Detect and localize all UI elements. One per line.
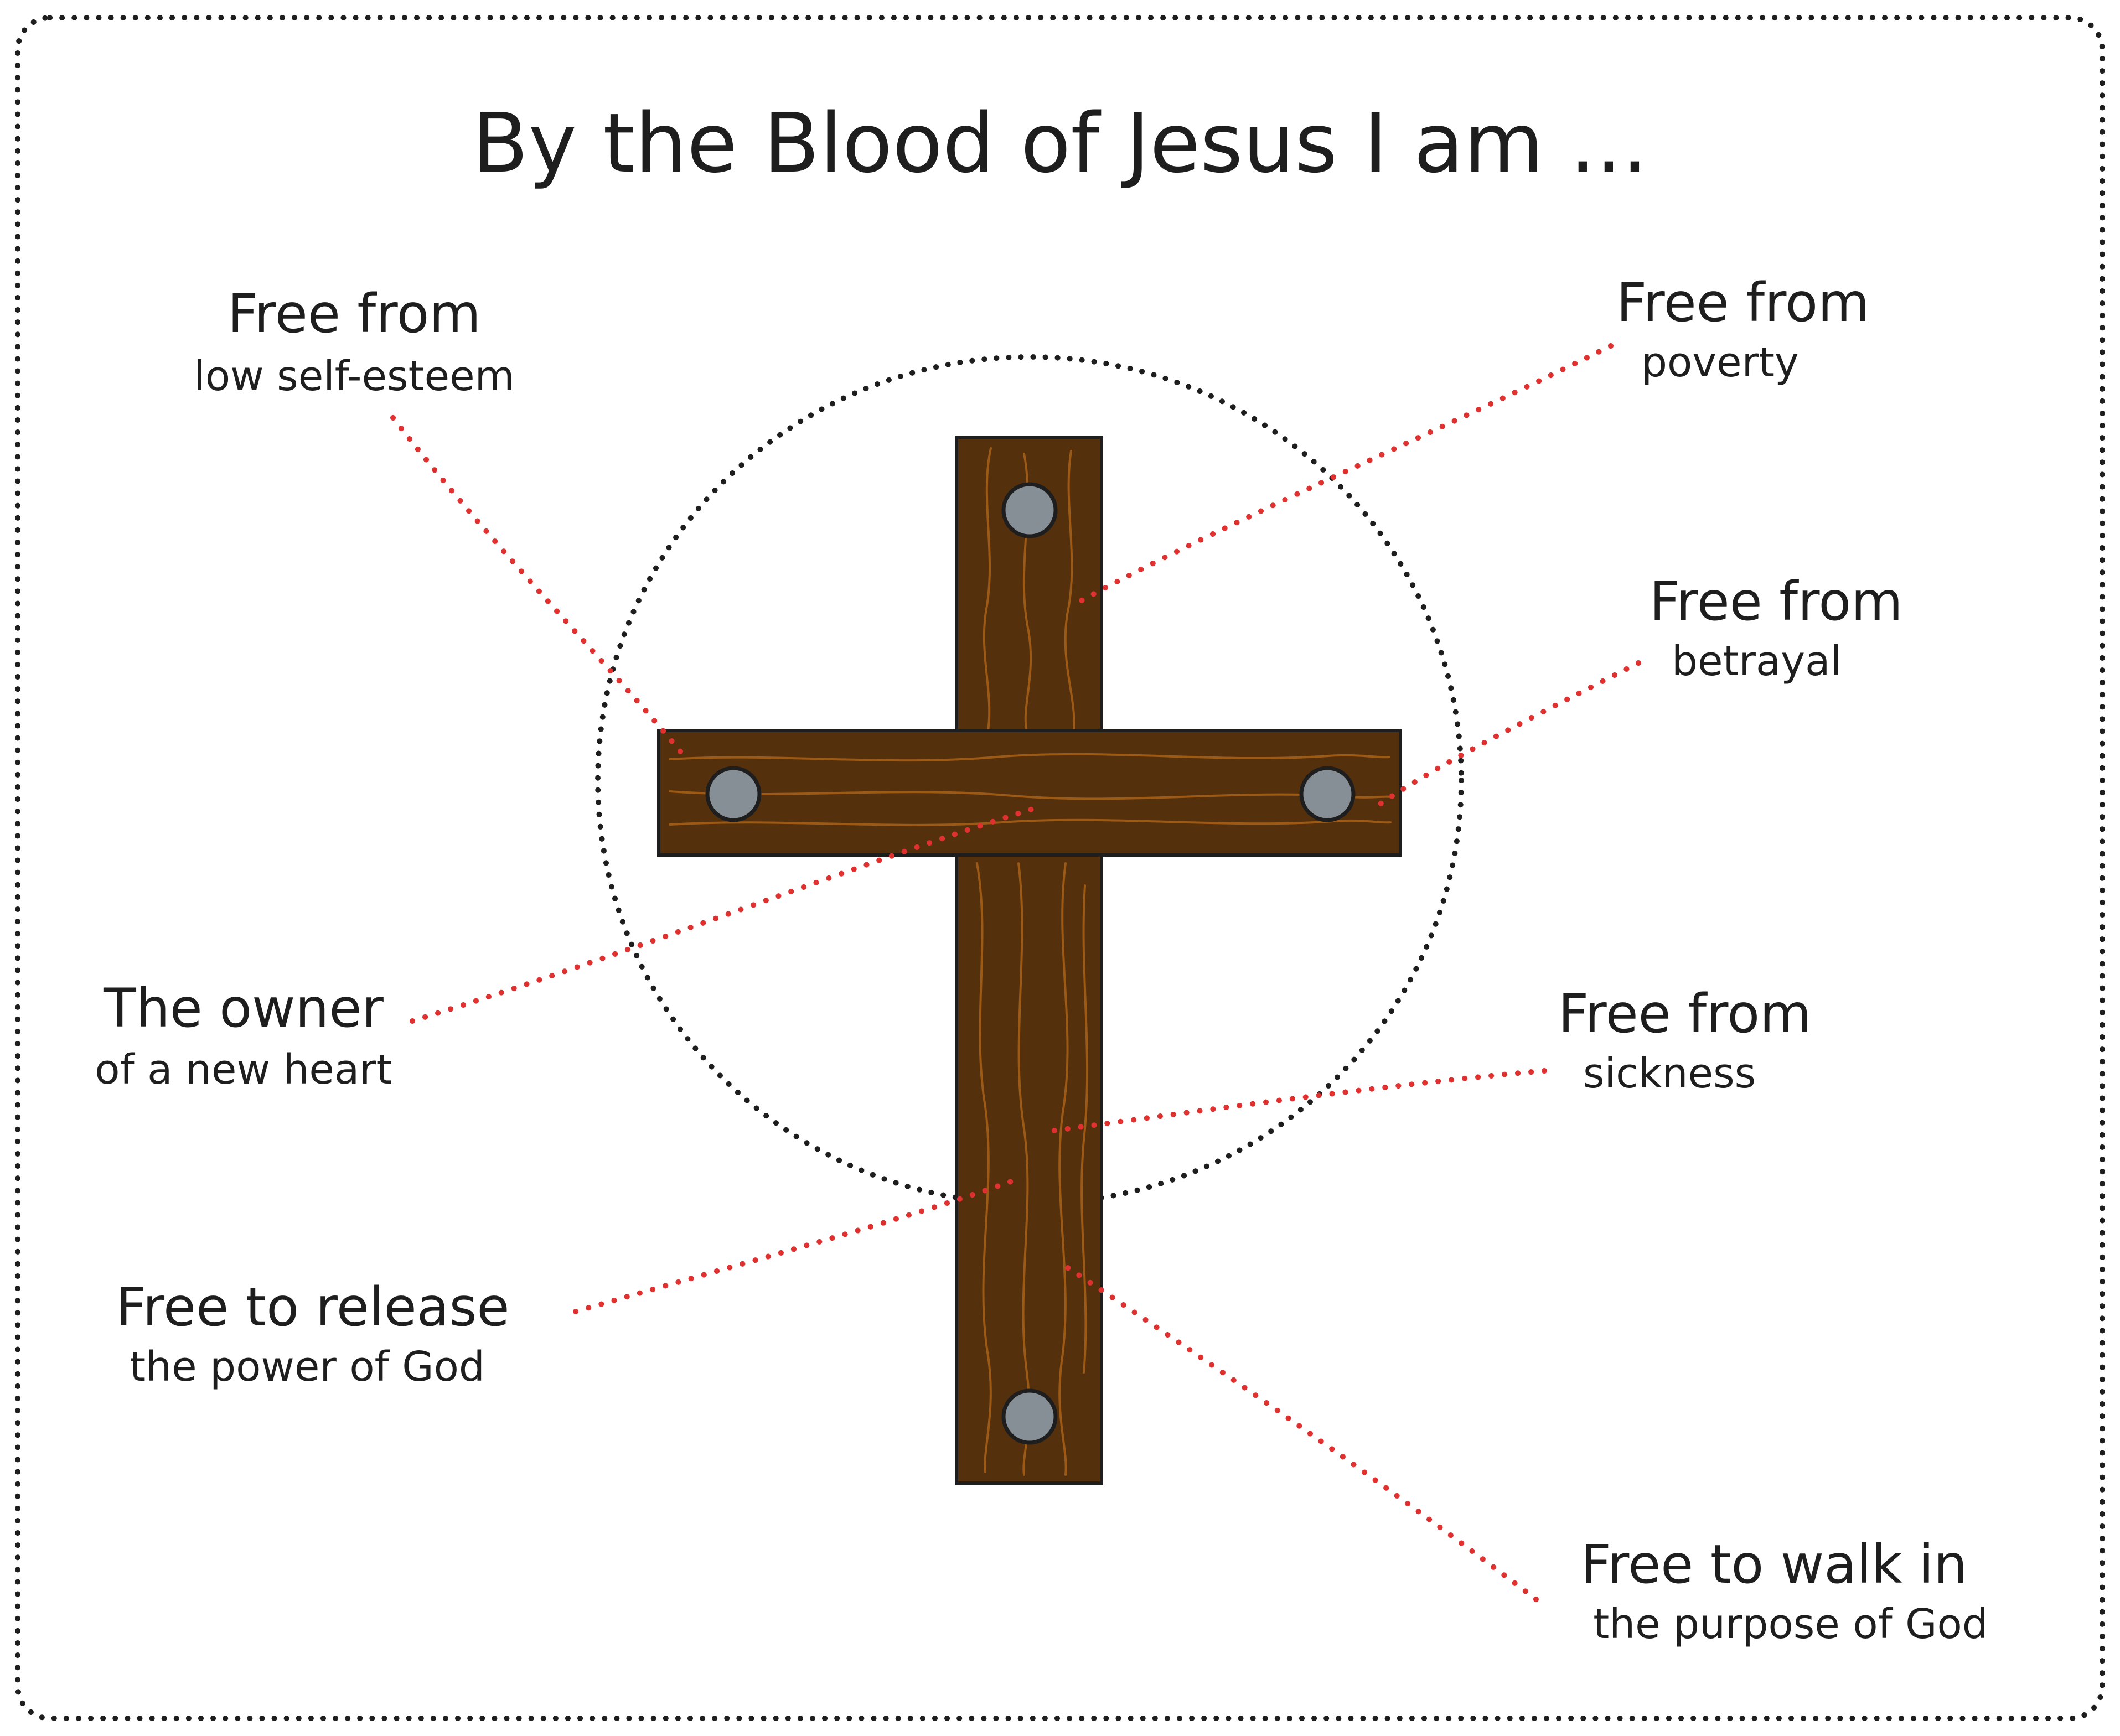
label-main-text: Free to release xyxy=(116,1276,509,1338)
nail-head-icon xyxy=(1001,1388,1058,1445)
label-main-text: Free from xyxy=(1558,983,1812,1045)
label-main-text: The owner xyxy=(103,977,384,1039)
label-sub-text: low self-esteem xyxy=(194,353,514,400)
label-main-text: Free from xyxy=(1616,272,1870,334)
wooden-cross-icon xyxy=(657,436,1402,1485)
connector-release-power xyxy=(573,1176,1021,1314)
label-release-power: Free to release the power of God xyxy=(116,1276,509,1391)
connector-poverty xyxy=(1074,343,1614,606)
label-main-text: Free from xyxy=(227,283,481,345)
cross-horizontal-beam xyxy=(657,729,1402,857)
connector-lines xyxy=(390,343,1641,1602)
label-sickness: Free from sickness xyxy=(1558,983,1812,1097)
label-new-heart: The owner of a new heart xyxy=(95,977,392,1094)
connector-betrayal xyxy=(1376,660,1641,808)
label-sub-text: the power of God xyxy=(130,1343,485,1391)
label-sub-text: betrayal xyxy=(1672,638,1842,685)
label-sub-text: sickness xyxy=(1583,1050,1756,1097)
connector-low-self-esteem xyxy=(390,415,686,758)
label-main-text: Free to walk in xyxy=(1581,1533,1968,1595)
label-low-self-esteem: Free from low self-esteem xyxy=(194,283,514,400)
label-sub-text: of a new heart xyxy=(95,1046,392,1094)
label-sub-text: poverty xyxy=(1641,339,1799,386)
page-title: By the Blood of Jesus I am ... xyxy=(472,96,1648,191)
label-walk-purpose: Free to walk in the purpose of God xyxy=(1581,1533,1988,1648)
cross-vertical-beam xyxy=(955,436,1103,1485)
label-betrayal: Free from betrayal xyxy=(1650,571,1903,685)
connector-walk-purpose xyxy=(1060,1262,1539,1602)
nail-head-icon xyxy=(1299,766,1356,822)
label-sub-text: the purpose of God xyxy=(1593,1600,1988,1648)
label-poverty: Free from poverty xyxy=(1616,272,1870,386)
connector-sickness xyxy=(1043,1068,1547,1134)
dotted-frame xyxy=(15,15,2105,1721)
nail-head-icon xyxy=(705,766,762,822)
connector-new-heart xyxy=(410,806,1035,1024)
label-main-text: Free from xyxy=(1650,571,1903,633)
nail-head-icon xyxy=(1001,482,1058,538)
